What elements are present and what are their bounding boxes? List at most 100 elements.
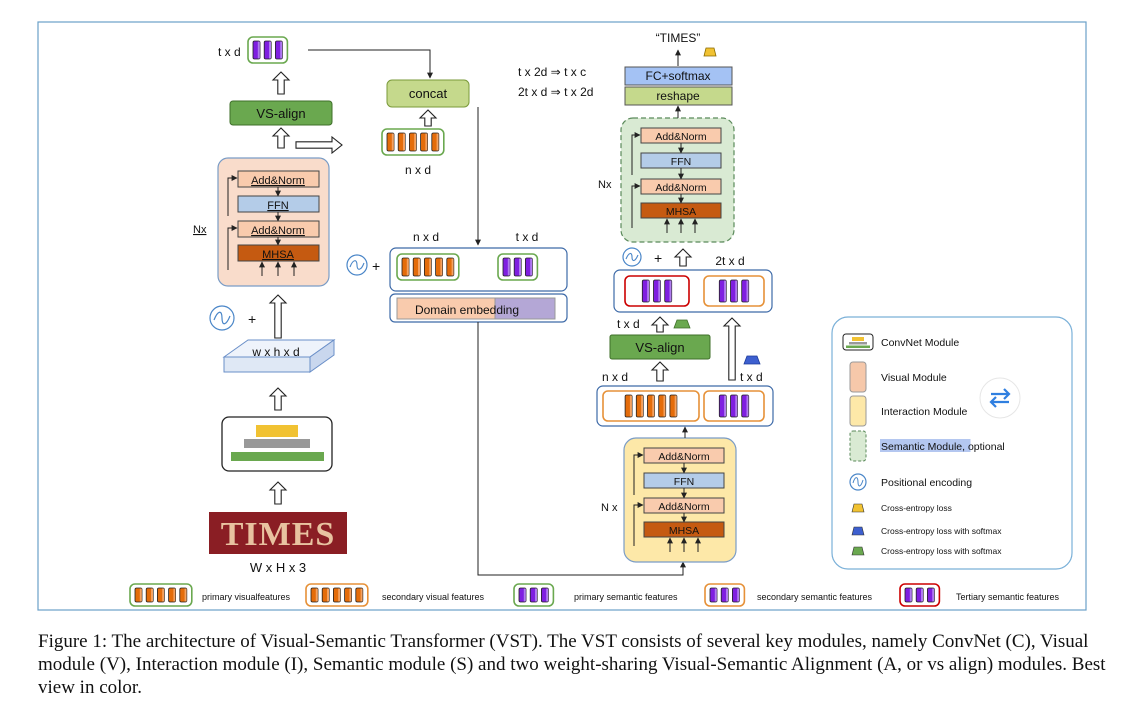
vs-align-box-left bbox=[229, 100, 333, 126]
wxhxd-label: w x h x d bbox=[251, 345, 299, 359]
feature-bar-highlight bbox=[663, 395, 666, 417]
hollow-up-arrow bbox=[271, 71, 291, 95]
module-legend-label: Semantic Module, optional bbox=[881, 441, 1005, 453]
feature-bar-highlight bbox=[425, 133, 428, 151]
loss-green-icon bbox=[673, 319, 691, 329]
hollow-up-arrow-shape bbox=[650, 316, 670, 333]
feature-bar-highlight bbox=[414, 133, 417, 151]
interaction-swatch bbox=[849, 395, 867, 427]
vs-align-box-right bbox=[609, 334, 711, 360]
feature-bar-highlight bbox=[669, 280, 672, 302]
feature-bar-highlight bbox=[535, 588, 537, 602]
feature-bar-highlight bbox=[315, 588, 318, 602]
hollow-up-arrow bbox=[673, 248, 693, 267]
hollow-up-arrow-shape bbox=[722, 317, 742, 381]
feature-legend-label: Tertiary semantic features bbox=[956, 592, 1060, 602]
concat-label: concat bbox=[409, 86, 448, 101]
txd-label: t x d bbox=[617, 317, 640, 331]
hollow-up-arrow bbox=[418, 109, 438, 127]
feature-bar-highlight bbox=[714, 588, 717, 602]
hollow-up-arrow-shape bbox=[418, 109, 438, 127]
highlight bbox=[880, 439, 971, 452]
nxd-label: n x d bbox=[413, 230, 439, 244]
flow-line-concat bbox=[308, 49, 433, 79]
input-dims-label: W x H x 3 bbox=[250, 560, 306, 575]
feature-bar-highlight bbox=[391, 133, 394, 151]
ffn-label: FFN bbox=[267, 200, 288, 212]
feature-bar-highlight bbox=[921, 588, 923, 602]
swap-icon-arrows bbox=[989, 388, 1011, 408]
feature-bar-highlight bbox=[746, 395, 749, 417]
feature-bar-highlight bbox=[173, 588, 176, 602]
hollow-up-arrow-shape bbox=[268, 481, 288, 505]
feature-bar-highlight bbox=[327, 588, 329, 602]
sine-wave bbox=[852, 477, 864, 487]
figure-caption: Figure 1: The architecture of Visual-Sem… bbox=[38, 631, 1106, 698]
feature-bar-highlight bbox=[436, 133, 439, 151]
vs-align-label-left: VS-align bbox=[256, 106, 305, 121]
feature-bar-highlight bbox=[658, 280, 661, 302]
hollow-right-arrow-shape bbox=[295, 135, 343, 155]
feature-bar-highlight bbox=[724, 395, 727, 417]
hollow-up-arrow bbox=[271, 127, 291, 149]
feature-bar-highlight bbox=[726, 588, 728, 602]
convnet-legend-layer bbox=[852, 337, 864, 341]
plus-sign: + bbox=[248, 311, 256, 327]
module-legend-label: Cross-entropy loss with softmax bbox=[881, 546, 1002, 556]
nxd-label: n x d bbox=[602, 370, 628, 384]
ffn-label: FFN bbox=[671, 156, 691, 168]
module-legend-label: Cross-entropy loss with softmax bbox=[881, 526, 1002, 536]
txd-label: t x d bbox=[516, 230, 539, 244]
input-image bbox=[209, 512, 347, 554]
feature-bar-highlight bbox=[280, 41, 283, 59]
feature-bar-highlight bbox=[932, 588, 935, 602]
feature-legend-item: Tertiary semantic features bbox=[899, 583, 1060, 607]
hollow-up-arrow-shape bbox=[673, 248, 693, 267]
convnet-legend-layer bbox=[846, 345, 870, 348]
feature-bar-highlight bbox=[257, 41, 260, 59]
loss-blue-icon bbox=[851, 526, 865, 536]
hollow-up-arrow bbox=[650, 361, 670, 382]
domain-embedding-semantic bbox=[494, 297, 556, 320]
feature-bar-highlight bbox=[440, 258, 443, 276]
feature-bar-highlight bbox=[746, 280, 749, 302]
input-word: TIMES bbox=[221, 516, 336, 553]
feature-bar-highlight bbox=[184, 588, 187, 602]
secondary-semantic-features bbox=[703, 390, 765, 422]
feature-bar-highlight bbox=[406, 258, 409, 276]
feature-bar-highlight bbox=[360, 588, 363, 602]
loss-yellow-icon bbox=[851, 503, 865, 513]
swap-icon bbox=[979, 377, 1021, 419]
feature-legend-item: secondary visual features bbox=[305, 583, 485, 607]
txd-top-label: t x d bbox=[218, 45, 241, 59]
times-output-label: “TIMES” bbox=[656, 31, 701, 45]
nx-label-right: Nx bbox=[598, 179, 612, 191]
feature-bar-highlight bbox=[507, 258, 510, 276]
vs-align-label-right: VS-align bbox=[635, 340, 684, 355]
mhsa-label: MHSA bbox=[262, 249, 294, 261]
dim-transform-top: t x 2d ⇒ t x c bbox=[518, 65, 586, 79]
module-legend-label: Cross-entropy loss bbox=[881, 503, 952, 513]
feature-bar-highlight bbox=[647, 280, 650, 302]
feature-bar-highlight bbox=[530, 258, 533, 276]
convnet-layer-bottom bbox=[231, 452, 324, 461]
convnet-layer-top bbox=[256, 425, 298, 437]
hollow-up-arrow-shape bbox=[271, 71, 291, 95]
feature-bar-highlight bbox=[151, 588, 153, 602]
tertiary-semantic-features bbox=[624, 275, 690, 307]
secondary-visual-features bbox=[381, 128, 445, 156]
loss-blue-icon bbox=[743, 355, 761, 365]
hollow-up-arrow-shape bbox=[268, 294, 288, 339]
flow-line-interaction bbox=[477, 322, 686, 576]
feature-legend-label: secondary semantic features bbox=[757, 592, 873, 602]
concat-box bbox=[386, 79, 470, 108]
hollow-up-arrow bbox=[722, 317, 742, 381]
reshape-label: reshape bbox=[656, 89, 700, 103]
feature-bar-highlight bbox=[523, 588, 526, 602]
mhsa-label: MHSA bbox=[666, 206, 696, 218]
loss-yellow-icon bbox=[703, 47, 717, 57]
hollow-up-arrow bbox=[268, 481, 288, 505]
hollow-up-arrow bbox=[268, 294, 288, 339]
module-legend-label: Positional encoding bbox=[881, 477, 972, 489]
